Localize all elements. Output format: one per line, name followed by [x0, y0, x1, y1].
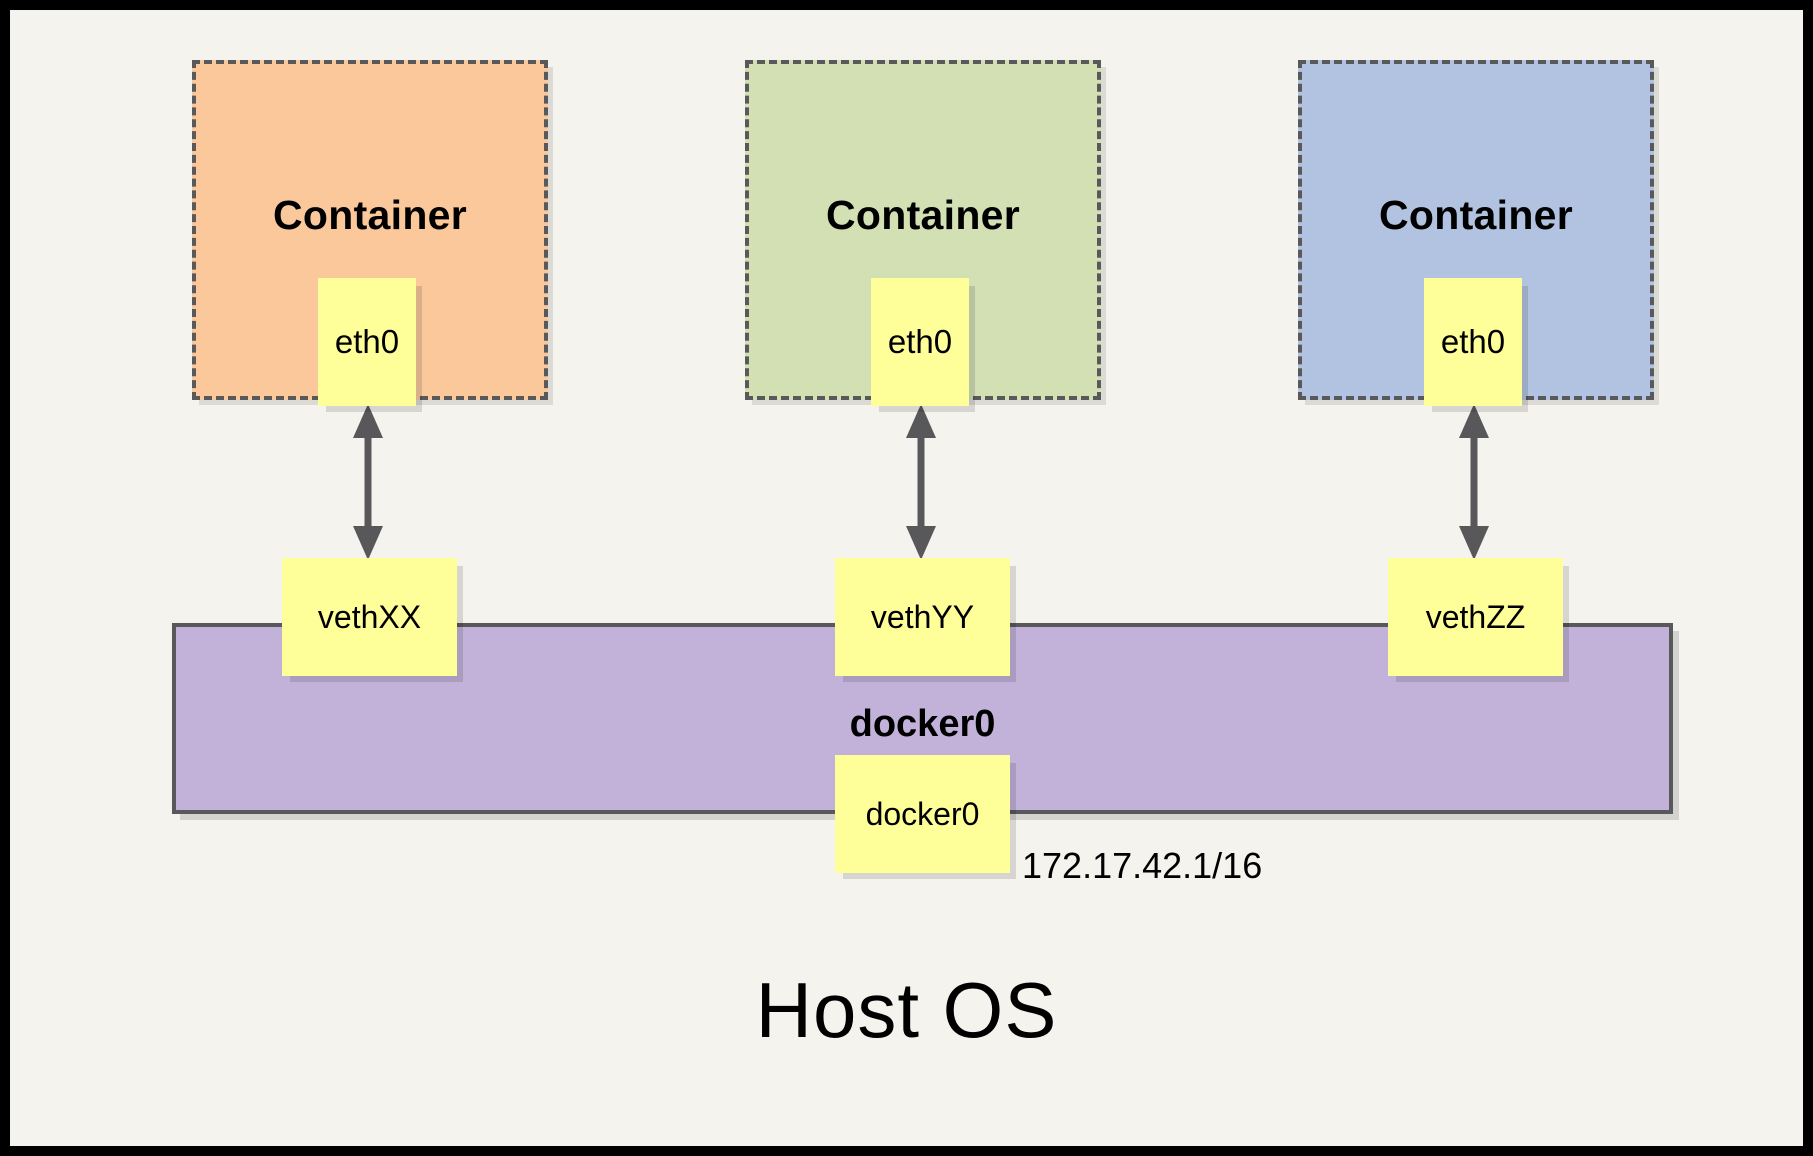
- docker0-interface-box: docker0: [835, 755, 1010, 873]
- veth-link-arrow-1: [353, 404, 383, 560]
- veth-label-1: vethXX: [317, 598, 422, 635]
- veth-label-3: vethZZ: [1425, 598, 1526, 635]
- eth0-box-1: eth0: [318, 278, 416, 406]
- veth-link-arrow-3: [1459, 404, 1489, 560]
- host-os-label: Host OS: [755, 966, 1058, 1054]
- veth-box-3: vethZZ: [1388, 558, 1563, 676]
- container-title-1: Container: [272, 192, 468, 238]
- veth-box-1: vethXX: [282, 558, 457, 676]
- container-title-3: Container: [1378, 192, 1574, 238]
- eth0-box-3: eth0: [1424, 278, 1522, 406]
- veth-label-2: vethYY: [870, 598, 975, 635]
- eth0-label-2: eth0: [887, 323, 953, 360]
- eth0-label-3: eth0: [1440, 323, 1506, 360]
- container-title-2: Container: [825, 192, 1021, 238]
- eth0-box-2: eth0: [871, 278, 969, 406]
- docker0-interface-label: docker0: [865, 795, 980, 832]
- docker0-bridge-label: docker0: [849, 703, 996, 745]
- veth-link-arrow-2: [906, 404, 936, 560]
- docker0-ip-label: 172.17.42.1/16: [1022, 845, 1263, 886]
- veth-box-2: vethYY: [835, 558, 1010, 676]
- eth0-label-1: eth0: [334, 323, 400, 360]
- container-box-3: Container: [1298, 60, 1654, 400]
